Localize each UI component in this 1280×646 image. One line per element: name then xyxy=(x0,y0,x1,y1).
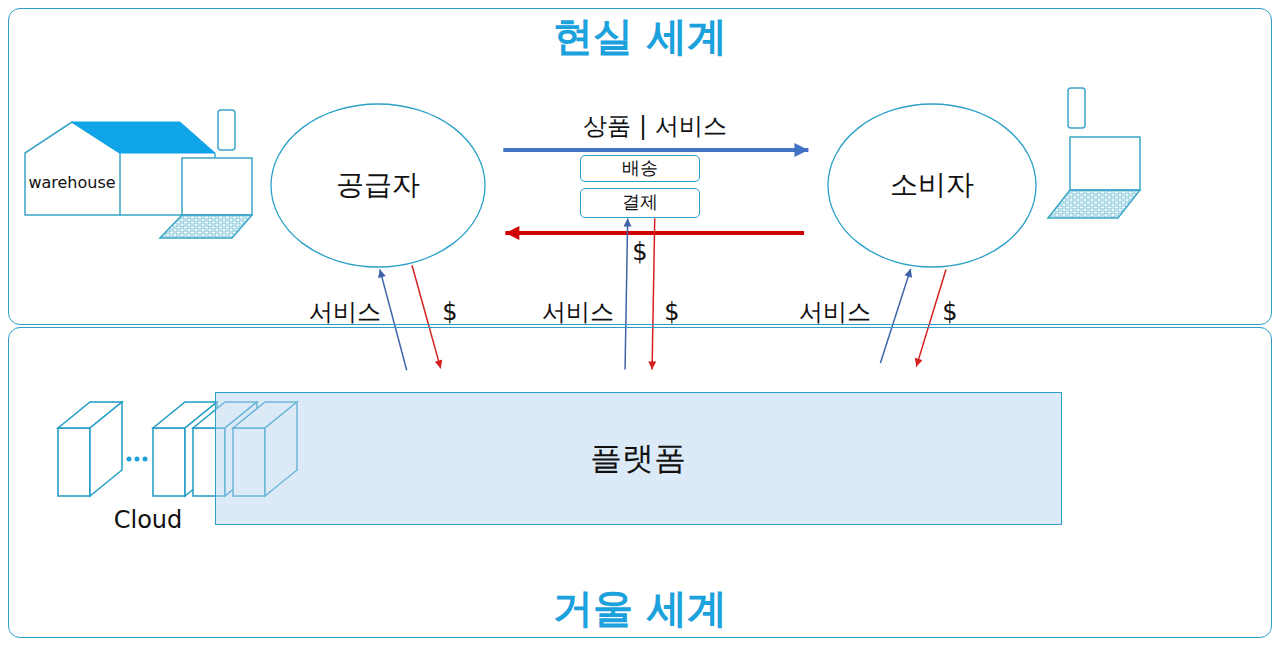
consumer-devices xyxy=(1048,88,1140,218)
node-text: 배송 xyxy=(622,158,658,179)
process-box: 결제 xyxy=(580,188,700,218)
dot xyxy=(127,457,132,462)
process-box: 배송 xyxy=(580,155,700,182)
node-text: warehouse xyxy=(25,174,120,192)
node-text: 소비자 xyxy=(890,169,974,201)
ellipse-outline xyxy=(828,104,1036,267)
caption-label: Cloud xyxy=(114,507,183,535)
edge-label: 서비스 xyxy=(799,299,871,327)
flow-arrow xyxy=(503,148,808,152)
flow-arrow xyxy=(380,269,407,370)
flow-arrow xyxy=(880,269,910,363)
edge-label: $ xyxy=(442,299,457,327)
band-title: 거울 세계 xyxy=(9,585,1271,631)
flow-arrow xyxy=(652,219,655,370)
actor-ellipse: 공급자 xyxy=(270,103,486,268)
ellipse-outline xyxy=(271,104,485,267)
node-text: 공급자 xyxy=(336,169,420,201)
laptop-screen xyxy=(1070,137,1140,190)
cube-side xyxy=(90,402,122,496)
house-wall xyxy=(120,153,215,215)
world-band: 플랫폼거울 세계 xyxy=(8,327,1272,638)
node-text: 플랫폼 xyxy=(590,440,686,477)
laptop-keyboard xyxy=(160,215,252,238)
laptop-keyboard xyxy=(1048,190,1140,218)
edge-label: 상품 | 서비스 xyxy=(583,113,726,141)
warehouse-icon: warehouse xyxy=(22,118,218,218)
dot xyxy=(135,457,140,462)
band-title: 현실 세계 xyxy=(9,13,1271,59)
flow-arrow xyxy=(412,265,441,368)
flow-arrow xyxy=(625,219,628,370)
ellipsis-dots xyxy=(127,457,148,462)
cube-front xyxy=(58,428,90,496)
edge-label: 서비스 xyxy=(309,299,381,327)
server-cube xyxy=(58,402,122,496)
platform-box: 플랫폼 xyxy=(215,392,1062,525)
phone-icon xyxy=(218,110,235,150)
node-text: 결제 xyxy=(622,192,658,213)
edge-label: $ xyxy=(942,299,957,327)
phone-icon xyxy=(1068,88,1085,128)
world-band: warehouse 공급자 배송결제 소비자 현실 세계 xyxy=(8,8,1272,325)
dot xyxy=(143,457,148,462)
cube-front xyxy=(153,428,185,496)
house-roof xyxy=(72,122,215,153)
house-outline xyxy=(22,118,218,218)
edge-label: 서비스 xyxy=(542,299,614,327)
flow-arrow xyxy=(916,269,946,366)
laptop-screen xyxy=(182,158,252,215)
actor-ellipse: 소비자 xyxy=(827,103,1037,268)
edge-label: $ xyxy=(664,299,679,327)
edge-label: $ xyxy=(632,239,647,267)
